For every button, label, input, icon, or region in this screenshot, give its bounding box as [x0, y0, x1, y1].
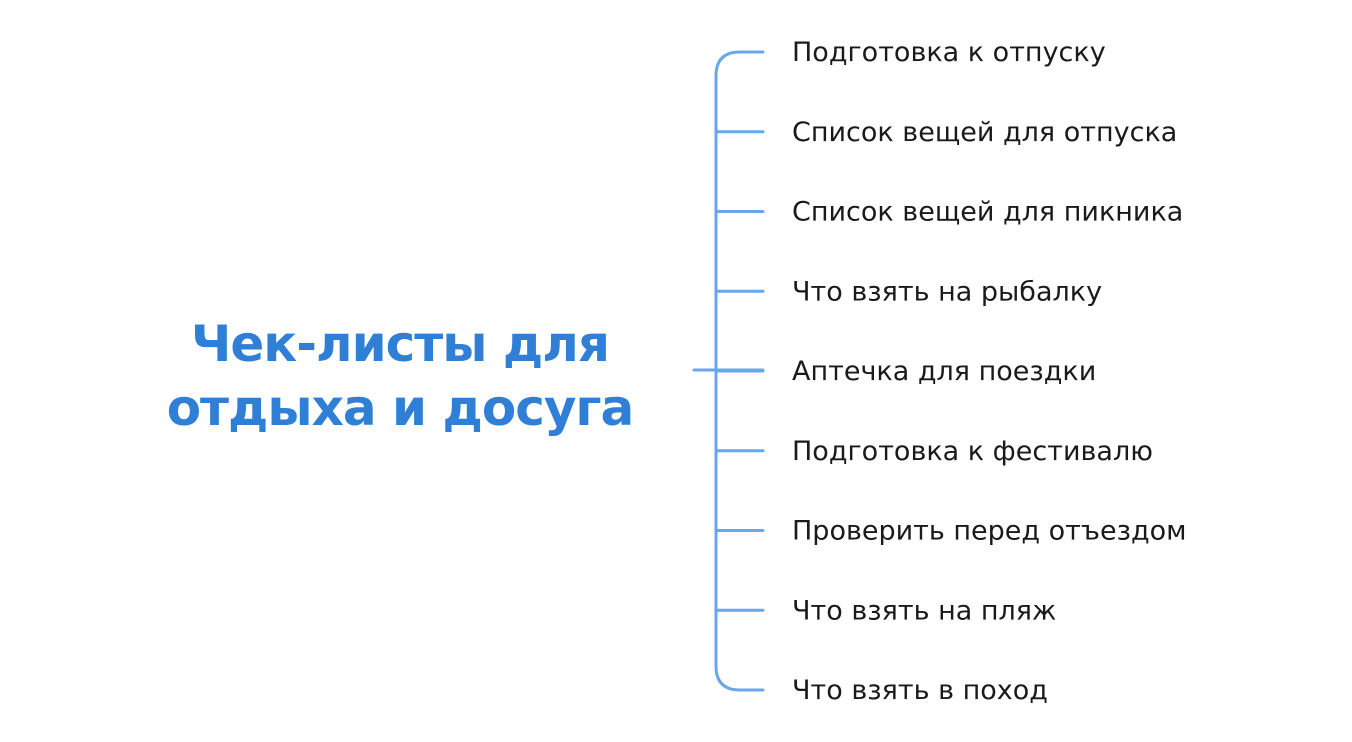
branch-item-label: Подготовка к отпуску — [792, 37, 1106, 68]
bracket-connector — [692, 50, 765, 692]
branch-item-label: Проверить перед отъездом — [792, 516, 1187, 547]
branch-item-label: Что взять в поход — [792, 675, 1048, 706]
central-topic-line-1: Чек-листы для — [191, 315, 609, 373]
branch-item-label: Аптечка для поездки — [792, 356, 1096, 387]
branch-item-label: Список вещей для пикника — [792, 197, 1183, 228]
central-topic: Чек-листы для отдыха и досуга — [167, 315, 635, 437]
branch-item-label: Подготовка к фестивалю — [792, 436, 1153, 467]
branch-item-label: Что взять на пляж — [792, 595, 1056, 626]
branch-ticks — [714, 130, 765, 612]
central-topic-line-2: отдыха и досуга — [167, 379, 634, 437]
branch-item-label: Что взять на рыбалку — [792, 276, 1102, 307]
branch-item-label: Список вещей для отпуска — [792, 117, 1177, 148]
